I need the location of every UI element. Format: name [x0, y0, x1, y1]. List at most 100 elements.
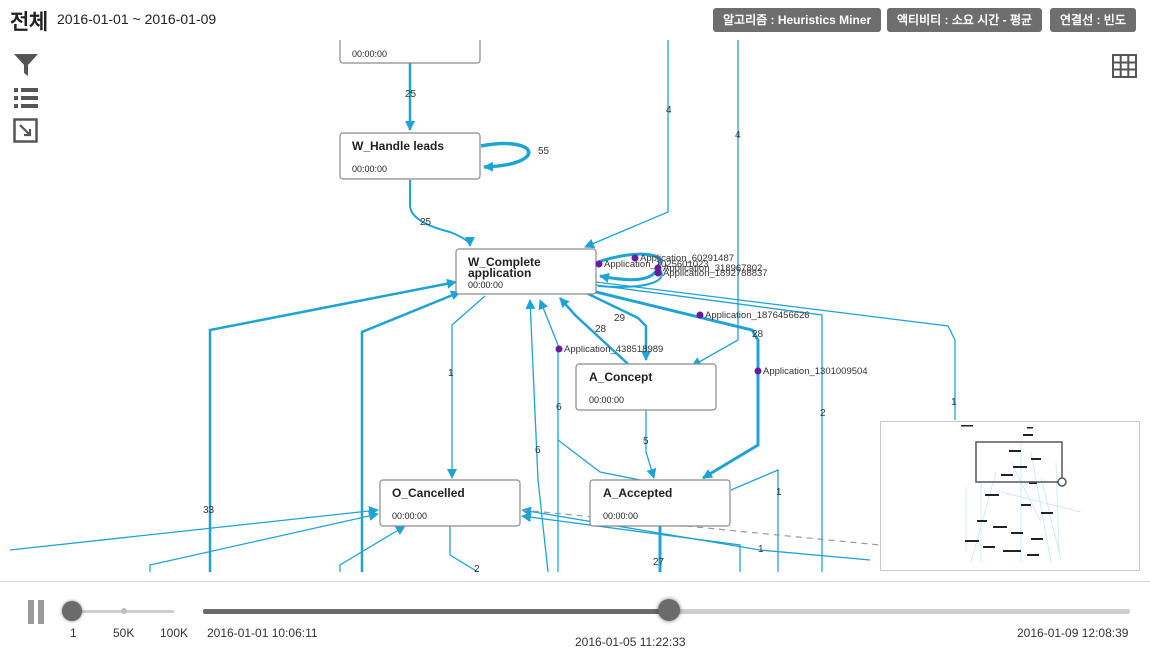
- edge-complete-to-concept: [579, 288, 651, 361]
- edge-label: 1: [951, 397, 957, 408]
- list-icon[interactable]: [13, 85, 39, 111]
- process-graph: 25 55 25 4 4 1 28 29 28 33 6 6 5 2 1 1 1…: [9, 40, 957, 572]
- header: 전체 2016-01-01 ~ 2016-01-09 알고리즘 : Heuris…: [0, 0, 1150, 40]
- edge-label: 27: [653, 557, 665, 568]
- edge-dashed: [521, 509, 881, 546]
- graph-nodes: 00:00:00 W_Handle leads 00:00:00 W_Compl…: [339, 40, 731, 527]
- current-time: 2016-01-05 11:22:33: [575, 635, 686, 649]
- process-graph-canvas[interactable]: 25 55 25 4 4 1 28 29 28 33 6 6 5 2 1 1 1…: [0, 40, 1150, 572]
- edge-label: 1: [776, 487, 782, 498]
- edge-label: 28: [752, 329, 764, 340]
- edge-complete-to-cancelled: [447, 295, 486, 479]
- case-token[interactable]: Application_1892788837: [654, 268, 768, 279]
- minimap-resize-handle: [1057, 477, 1067, 487]
- start-time: 2016-01-01 10:06:11: [207, 626, 318, 640]
- edge-label: 55: [538, 146, 550, 157]
- node-time: 00:00:00: [589, 395, 624, 405]
- minimap-viewport: [975, 441, 1063, 483]
- node-time: 00:00:00: [352, 49, 387, 59]
- activity-tag[interactable]: 액티비티 : 소요 시간 - 평균: [887, 8, 1043, 32]
- case-token-label: Application_438518989: [564, 344, 663, 355]
- edge-label: 1: [448, 368, 454, 379]
- node-a-concept[interactable]: A_Concept 00:00:00: [575, 363, 717, 411]
- date-range: 2016-01-01 ~ 2016-01-09: [57, 11, 217, 27]
- speed-mid-tick: [121, 608, 127, 614]
- edge-handle-self: [480, 141, 531, 172]
- pause-icon: [28, 600, 34, 624]
- node-w-handle-leads[interactable]: W_Handle leads 00:00:00: [339, 132, 481, 180]
- minimap-graph: [961, 425, 1082, 563]
- edge-label: 2: [474, 564, 480, 572]
- edge-far-right-in: [595, 281, 956, 420]
- edge-label: 25: [420, 217, 432, 228]
- node-name: A_Concept: [589, 370, 652, 384]
- edge-mid-in-1b: [557, 439, 641, 481]
- edge-far-right-out: [595, 284, 823, 572]
- node-time: 00:00:00: [603, 511, 638, 521]
- edge-right-in-1: [584, 40, 669, 249]
- case-token-label: Application_1892788837: [663, 268, 768, 279]
- node-o-cancelled[interactable]: O_Cancelled 00:00:00: [379, 479, 521, 527]
- edge-handle-to-complete: [409, 180, 475, 247]
- edge-accepted-to-complete: [559, 297, 629, 365]
- edge-accepted-right-out: [730, 469, 779, 572]
- speed-min-label: 1: [70, 626, 77, 640]
- edge-label: 1: [758, 544, 764, 555]
- node-name: W_Complete: [468, 255, 541, 269]
- fit-to-screen-icon[interactable]: [13, 118, 39, 144]
- connection-tag[interactable]: 연결선 : 빈도: [1050, 8, 1136, 32]
- case-token-label: Application_1301009504: [763, 366, 868, 377]
- edge-left-big: [208, 278, 457, 572]
- edge-label: 4: [666, 105, 672, 116]
- page-title: 전체: [10, 11, 48, 34]
- timeline-progress: [203, 609, 670, 614]
- edge-label: 6: [535, 445, 541, 456]
- speed-slider-handle[interactable]: [62, 601, 82, 621]
- edge-mid-in-2: [525, 299, 549, 572]
- case-token[interactable]: Application_60291487: [631, 253, 735, 264]
- case-token[interactable]: Application_1301009504: [754, 366, 868, 377]
- grid-table-icon[interactable]: [1112, 54, 1138, 80]
- edge-label: 2: [820, 408, 826, 419]
- case-token-label: Application_60291487: [640, 253, 734, 264]
- node-name-line2: application: [468, 266, 531, 280]
- edge-label: 25: [405, 89, 417, 100]
- edge-left-big-2: [360, 290, 461, 572]
- case-token[interactable]: Application_438518989: [555, 344, 664, 355]
- case-token-label: Application_318967802: [663, 263, 762, 274]
- node-time: 00:00:00: [352, 164, 387, 174]
- case-token-label: Application_1025601023: [604, 259, 709, 270]
- node-top[interactable]: 00:00:00: [339, 40, 481, 64]
- case-token[interactable]: Application_318967802: [654, 263, 763, 274]
- node-time: 00:00:00: [468, 280, 503, 290]
- node-name: A_Accepted: [603, 486, 672, 500]
- edge-left-in-cancelled-2: [149, 511, 379, 572]
- case-token[interactable]: Application_1876456626: [696, 310, 810, 321]
- edge-bottom-to-cancelled: [339, 525, 406, 572]
- filter-icon[interactable]: [13, 52, 39, 78]
- edge-label: 5: [643, 436, 649, 447]
- edge-label: 33: [203, 505, 215, 516]
- edge-mid-in-1: [538, 299, 559, 572]
- node-name: O_Cancelled: [392, 486, 465, 500]
- edge-label: 29: [614, 313, 626, 324]
- end-time: 2016-01-09 12:08:39: [1017, 626, 1129, 640]
- case-tokens: Application_60291487 Application_1025601…: [555, 253, 868, 377]
- timeline-handle[interactable]: [658, 599, 681, 621]
- case-token[interactable]: Application_1025601023: [595, 259, 709, 270]
- node-time: 00:00:00: [392, 511, 427, 521]
- edge-label: 4: [735, 130, 741, 141]
- speed-slider-track[interactable]: [66, 610, 174, 613]
- minimap[interactable]: [880, 421, 1140, 571]
- node-name: W_Handle leads: [352, 139, 444, 153]
- pause-button[interactable]: [28, 600, 46, 624]
- edge-concept-to-accepted: [645, 410, 657, 479]
- algorithm-tag[interactable]: 알고리즘 : Heuristics Miner: [713, 8, 882, 32]
- node-a-accepted[interactable]: A_Accepted 00:00:00: [589, 479, 731, 527]
- edge-left-in-cancelled: [9, 506, 379, 551]
- node-w-complete-application[interactable]: W_Complete application 00:00:00: [455, 248, 597, 295]
- speed-mid-label: 50K: [113, 626, 135, 640]
- edge-right-in-2: [691, 40, 739, 367]
- playback-bar: 1 50K 100K 2016-01-01 10:06:11 2016-01-0…: [0, 581, 1150, 650]
